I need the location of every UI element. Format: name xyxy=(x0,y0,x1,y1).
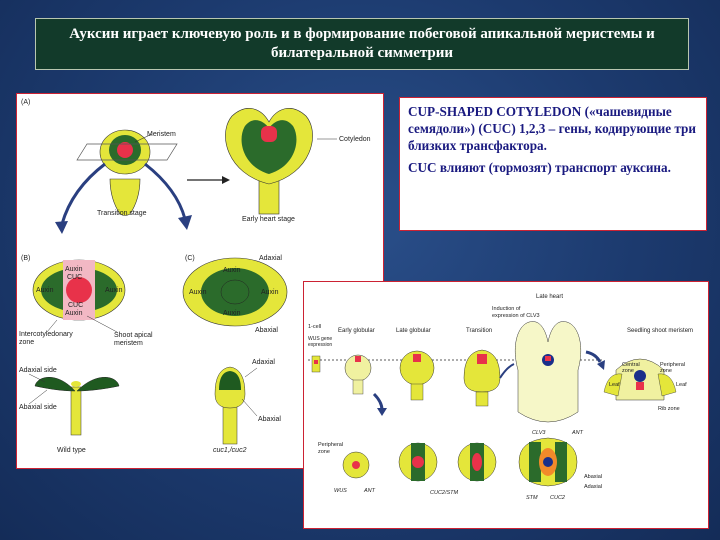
auxin-left-label: Auxin xyxy=(36,287,54,294)
panel-b-top-view xyxy=(32,259,126,321)
adaxial-right-label: Adaxial xyxy=(584,484,602,490)
central-zone-label-1: Central xyxy=(622,362,640,368)
adaxial-c-label: Adaxial xyxy=(259,255,282,262)
cross-sections-row xyxy=(342,437,578,487)
shoot-apical-label-1: Shoot apical xyxy=(114,332,153,339)
cuc-mutant-seedling xyxy=(214,366,258,445)
peripheral-zone-label-1: Peripheral xyxy=(660,362,685,368)
wild-type-label: Wild type xyxy=(57,447,86,454)
wus-expression-label-2: expression xyxy=(308,342,332,348)
induction-label-2: expression of CLV3 xyxy=(492,313,540,319)
abaxial-side-label: Abaxial side xyxy=(19,404,57,411)
cuc-description-box: CUP-SHAPED COTYLEDON («чашевидные семядо… xyxy=(399,97,707,231)
ant-label-2: ANT xyxy=(571,430,584,436)
panel-b-label: (B) xyxy=(21,255,30,262)
intercotyledonary-label-2: zone xyxy=(19,339,34,346)
transition-label: Transition xyxy=(466,328,492,334)
panel-a-label: (A) xyxy=(21,99,30,106)
intercotyledonary-label-1: Intercotyledonary xyxy=(19,331,73,338)
meristem-label: Meristem xyxy=(147,131,176,138)
heart-stage-embryo xyxy=(225,108,337,215)
embryo-auxin-figure: (A) Meristem Transition stage Cotyledon … xyxy=(19,99,371,454)
adaxial-side-label: Adaxial side xyxy=(19,367,57,374)
rib-zone-label: Rib zone xyxy=(658,406,680,412)
peripheral-zone-bottom-label-2: zone xyxy=(318,449,330,455)
slide-title: Ауксин играет ключевую роль и в формиров… xyxy=(35,18,689,70)
late-globular-label: Late globular xyxy=(396,328,431,334)
cotyledon-label: Cotyledon xyxy=(339,136,371,143)
meristem-development-figure: Late heart Induction of expression of CL… xyxy=(308,294,693,501)
seedling-meristem-label: Seedling shoot meristem xyxy=(627,328,693,334)
central-zone-label-2: zone xyxy=(622,368,634,374)
stage-arrows xyxy=(55,162,230,234)
peripheral-zone-bottom-label-1: Peripheral xyxy=(318,442,343,448)
wild-type-seedling xyxy=(28,373,120,436)
cuc2-label: CUC2 xyxy=(550,495,565,501)
stm-label: STM xyxy=(526,495,538,501)
peripheral-zone-label-2: zone xyxy=(660,368,672,374)
ant-label-1: ANT xyxy=(363,488,376,494)
clv3-label: CLV3 xyxy=(532,430,546,436)
panel-c-top-view xyxy=(182,257,288,327)
wus-expression-label-1: WUS gene xyxy=(308,336,332,342)
auxin-bottom-label: Auxin xyxy=(65,310,83,317)
auxin-c-top-label: Auxin xyxy=(223,267,241,274)
shoot-apical-label-2: meristem xyxy=(114,340,143,347)
induction-label-1: Induction of xyxy=(492,306,521,312)
description-paragraph-1: CUP-SHAPED COTYLEDON («чашевидные семядо… xyxy=(408,104,696,153)
description-paragraph-2: CUC влияют (тормозят) транспорт ауксина. xyxy=(408,160,671,175)
auxin-right-label: Auxin xyxy=(105,287,123,294)
abaxial-c-label: Abaxial xyxy=(255,327,278,334)
wus-label: WUS xyxy=(334,488,347,494)
leaf-right-label: Leaf xyxy=(676,382,687,388)
abaxial-mutant-label: Abaxial xyxy=(258,416,281,423)
early-heart-stage-label: Early heart stage xyxy=(242,216,295,223)
cuc2-stm-label: CUC2/STM xyxy=(430,490,459,496)
auxin-c-bottom-label: Auxin xyxy=(223,310,241,317)
auxin-c-left-label: Auxin xyxy=(189,289,207,296)
cuc-bottom-label: CUC xyxy=(68,302,83,309)
leaf-left-label: Leaf xyxy=(609,382,620,388)
cuc-top-label: CUC xyxy=(67,274,82,281)
embryo-stages-row xyxy=(311,321,677,423)
transition-stage-embryo xyxy=(76,129,178,216)
early-globular-label: Early globular xyxy=(338,328,375,334)
panel-c-label: (C) xyxy=(185,255,195,262)
late-heart-label: Late heart xyxy=(536,294,563,300)
auxin-c-right-label: Auxin xyxy=(261,289,279,296)
adaxial-mutant-label: Adaxial xyxy=(252,359,275,366)
one-cell-label: 1-cell xyxy=(308,324,321,330)
transition-stage-label: Transition stage xyxy=(97,210,147,217)
right-figure-panel: Late heart Induction of expression of CL… xyxy=(303,281,709,529)
auxin-top-label: Auxin xyxy=(65,266,83,273)
cuc-mutant-label: cuc1,/cuc2 xyxy=(213,447,247,454)
abaxial-right-label: Abaxial xyxy=(584,474,602,480)
